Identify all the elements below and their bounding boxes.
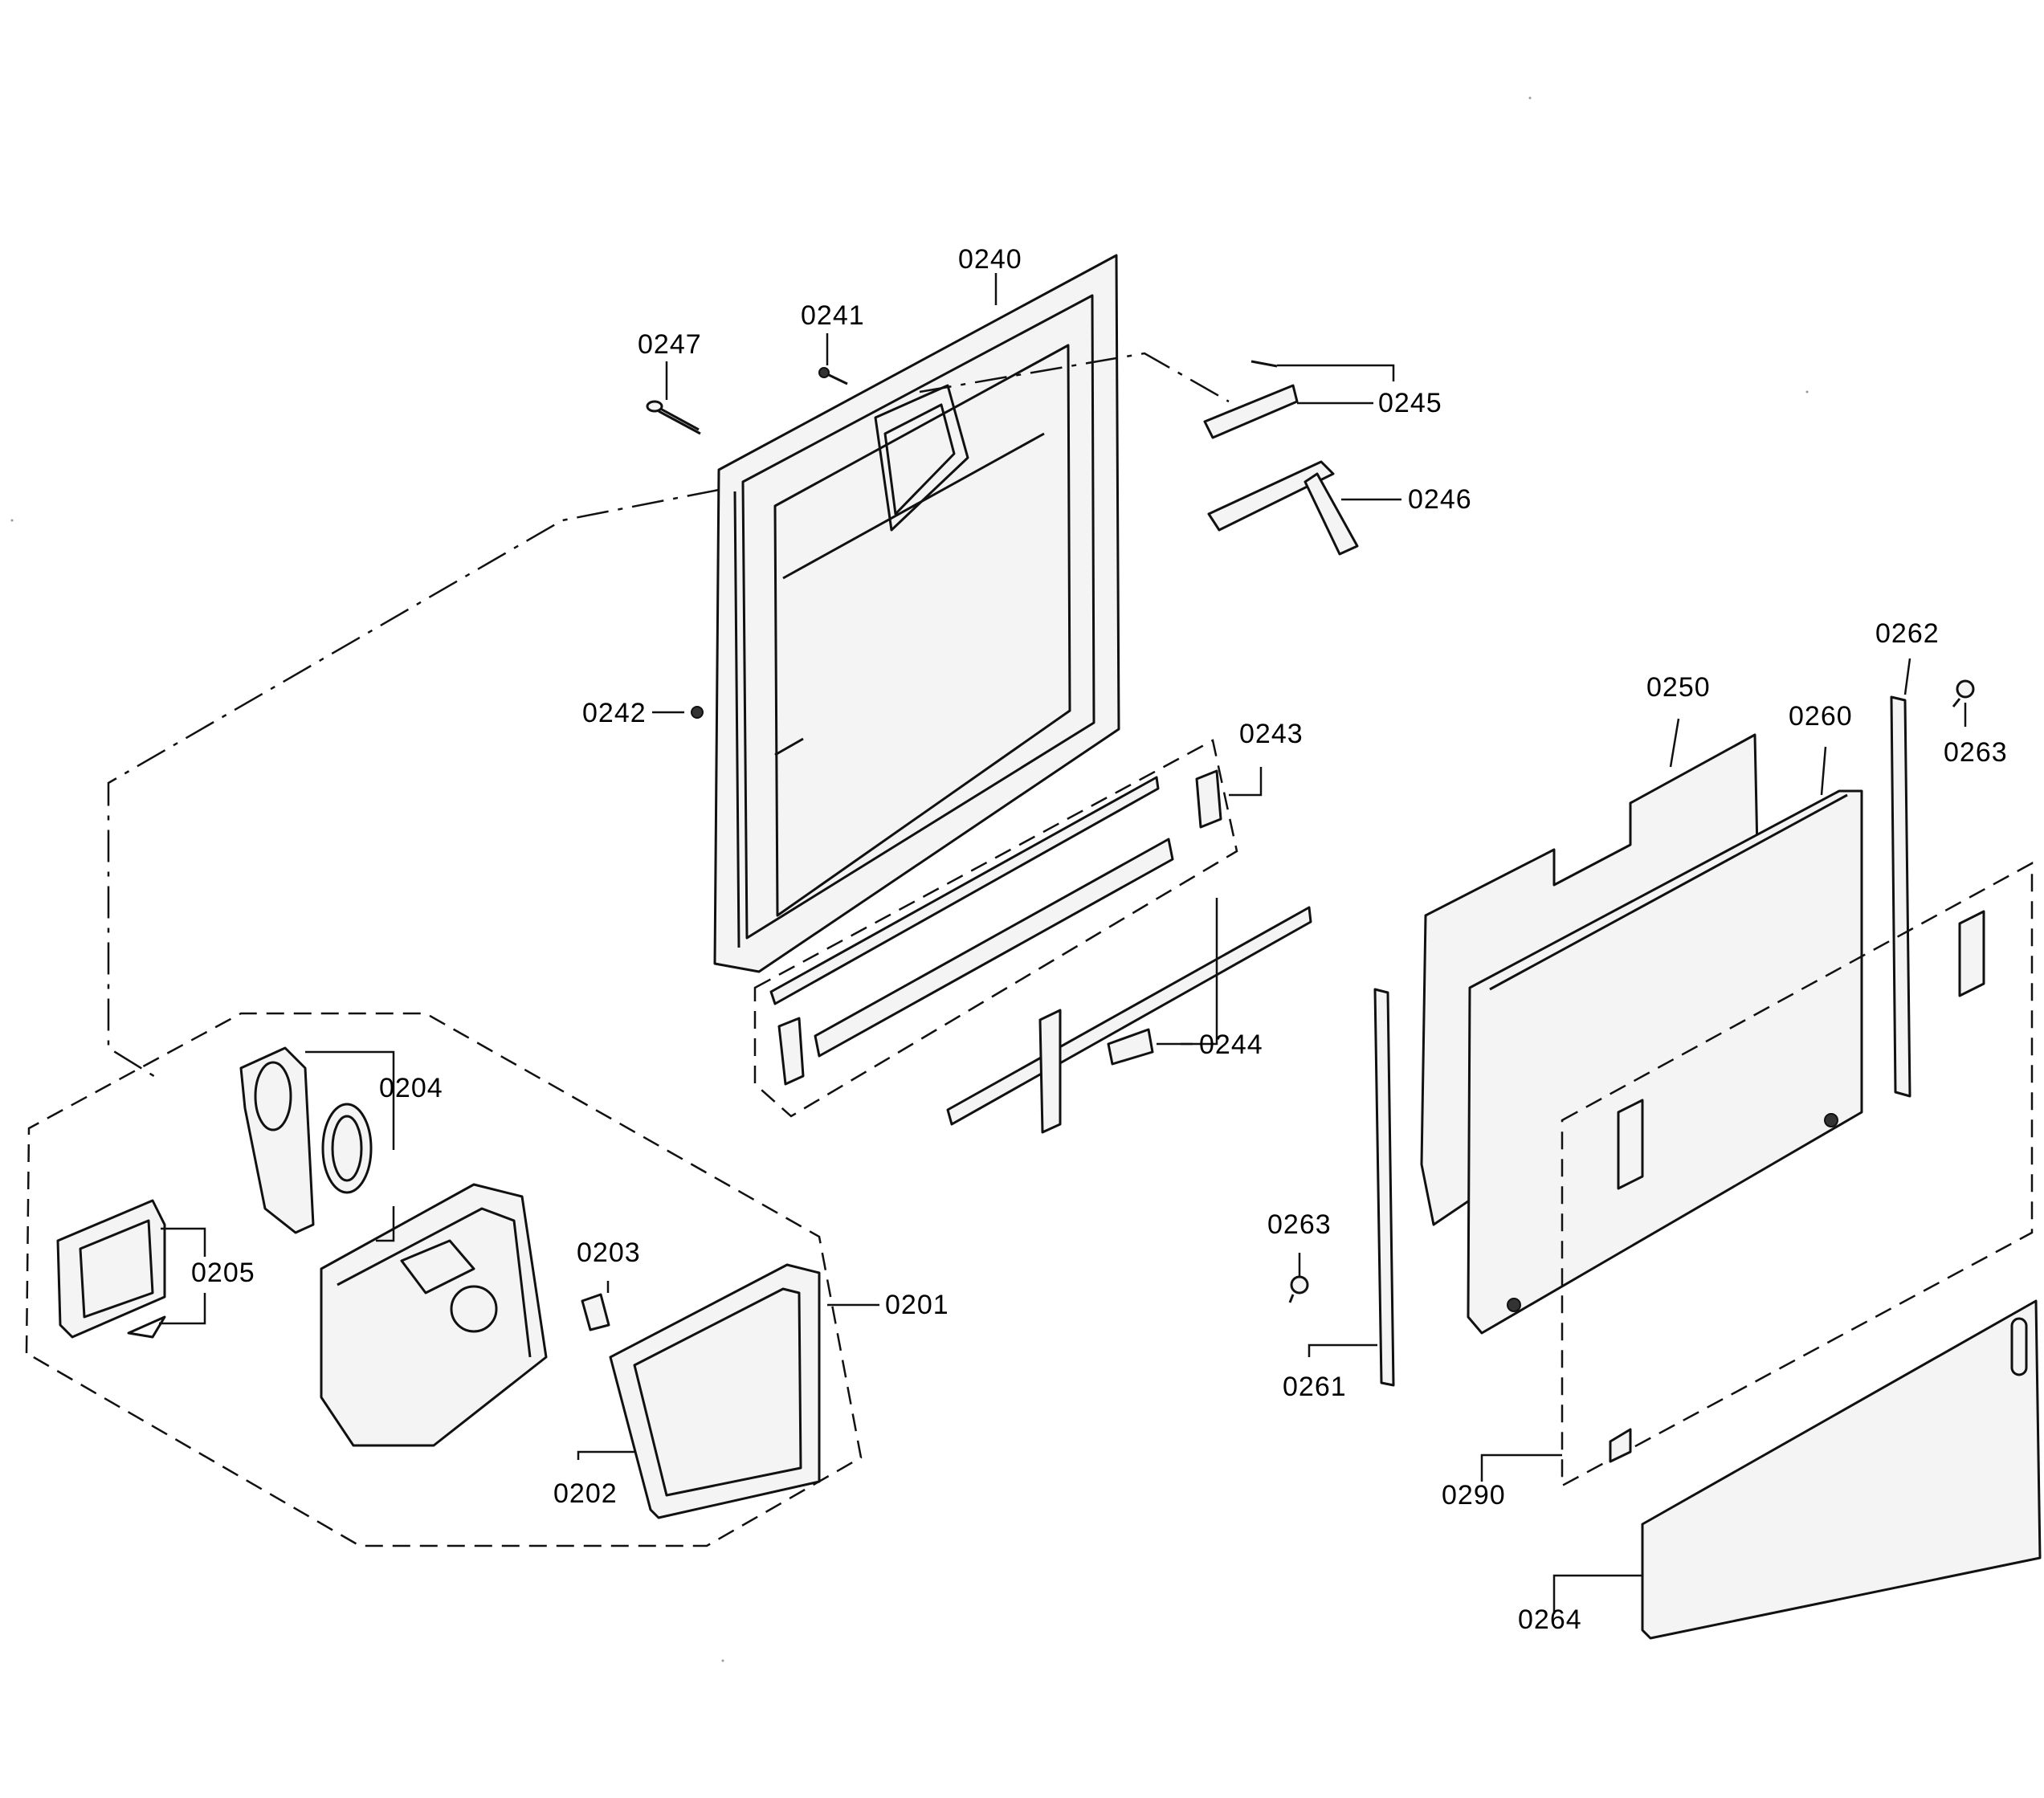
callout-0243: 0243 bbox=[1239, 719, 1304, 749]
callout-0261: 0261 bbox=[1283, 1372, 1347, 1402]
callout-0247: 0247 bbox=[638, 329, 702, 360]
callout-0240: 0240 bbox=[958, 244, 1022, 275]
inner-door-frame bbox=[713, 254, 1120, 973]
callout-0203: 0203 bbox=[577, 1237, 641, 1268]
callout-0205: 0205 bbox=[191, 1258, 255, 1288]
screw-0242 bbox=[691, 706, 704, 719]
callout-0263-top: 0263 bbox=[1944, 737, 2008, 768]
callout-0204: 0204 bbox=[379, 1073, 443, 1103]
strip-0262 bbox=[1890, 695, 1911, 1098]
callout-0201: 0201 bbox=[885, 1290, 949, 1320]
kick-plate-0264 bbox=[1641, 1299, 2042, 1640]
screw-0241 bbox=[818, 367, 848, 385]
screw-0247 bbox=[646, 400, 701, 435]
screw-0263-top bbox=[1952, 679, 1975, 707]
callout-0241: 0241 bbox=[801, 300, 865, 331]
callout-0260: 0260 bbox=[1789, 701, 1853, 732]
hinge-part-0245 bbox=[1203, 360, 1299, 439]
callout-0246: 0246 bbox=[1408, 484, 1472, 515]
callout-0262: 0262 bbox=[1875, 618, 1940, 649]
assembly-connection-lines bbox=[107, 352, 1238, 1118]
callout-0264: 0264 bbox=[1518, 1604, 1582, 1635]
hinge-part-0246 bbox=[1207, 460, 1359, 556]
dispenser-group bbox=[25, 1012, 863, 1547]
callout-0263-bottom: 0263 bbox=[1267, 1209, 1332, 1240]
strip-0261 bbox=[1373, 988, 1395, 1387]
callout-0245: 0245 bbox=[1378, 388, 1442, 418]
rail-0244 bbox=[946, 906, 1312, 1134]
panel-0260 bbox=[1467, 789, 1863, 1335]
callout-0244: 0244 bbox=[1199, 1029, 1263, 1060]
panel-0290 bbox=[1561, 861, 2034, 1488]
callout-0202: 0202 bbox=[553, 1478, 618, 1509]
callout-0250: 0250 bbox=[1646, 672, 1711, 703]
seal-strip-set bbox=[769, 769, 1222, 1086]
callout-0290: 0290 bbox=[1442, 1480, 1506, 1511]
screw-0263-bottom bbox=[1288, 1275, 1309, 1303]
leader-lines bbox=[159, 273, 1967, 1614]
callout-0242: 0242 bbox=[582, 698, 647, 728]
